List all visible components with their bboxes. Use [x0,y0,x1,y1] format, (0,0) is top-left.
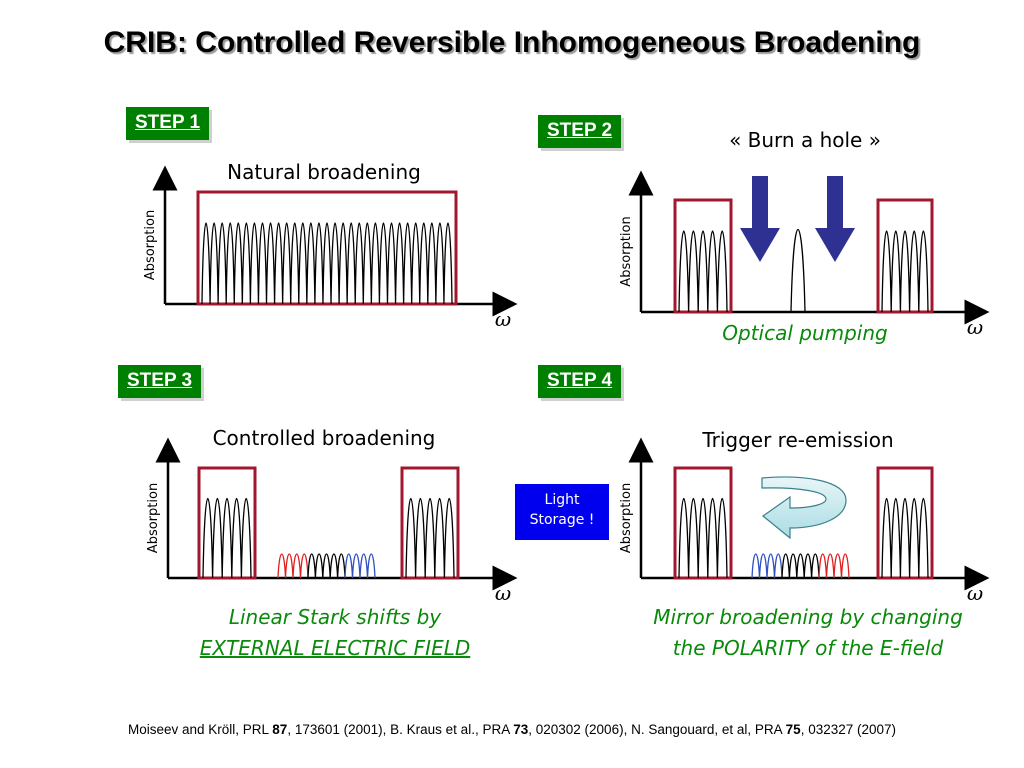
panel-3-blue-peaks [344,553,376,579]
panel-4-black-peaks [781,553,820,579]
light-storage-line1: Light [544,492,580,508]
panel-3-black-peaks [307,553,346,579]
panel-3-right-box [400,466,460,580]
panel-2-x-label: ω [967,315,983,339]
pump-arrow-right-icon [815,176,855,262]
step-2-caption: « Burn a hole » [729,128,881,152]
panel-4-right-peaks [881,498,929,579]
panel-4-left-peaks [678,498,728,579]
step-4-note-line1: Mirror broadening by changing [653,605,963,629]
light-storage-line2: Storage ! [529,512,595,528]
citation-part-2: , 173601 (2001), B. Kraus et al., PRA [287,722,514,737]
panel-3-left-peaks [202,498,252,579]
panel-2-center-peak [790,228,806,313]
panel-2-right-box [876,198,934,314]
panel-1-broadening-box [196,190,458,306]
step-3-caption: Controlled broadening [212,426,436,450]
panel-4-left-box [673,466,733,580]
step-3-badge: STEP 3 [118,365,202,398]
light-storage-box: Light Storage ! [515,484,609,540]
step-4-note-line2: the POLARITY of the E-field [672,636,944,660]
step-3-note: Linear Stark shifts by EXTERNAL ELECTRIC… [170,602,500,664]
citation: Moiseev and Kröll, PRL 87, 173601 (2001)… [0,722,1024,737]
citation-part-3: , 020302 (2006), N. Sangouard, et al, PR… [528,722,786,737]
step-1-caption: Natural broadening [227,160,421,184]
citation-part-4: , 032327 (2007) [800,722,897,737]
panel-3-red-peaks [277,553,309,579]
step-1-badge: STEP 1 [126,107,210,140]
panel-1-x-label: ω [495,307,511,331]
step-3-note-line1: Linear Stark shifts by [228,605,442,629]
step-3-note-line2: EXTERNAL ELECTRIC FIELD [199,636,471,660]
panel-2-left-peaks [678,230,728,313]
step-4-badge: STEP 4 [538,365,622,398]
panel-3-right-peaks [405,498,455,579]
panel-1-y-label: Absorption [143,210,158,280]
page-title: CRIB: Controlled Reversible Inhomogeneou… [103,26,921,59]
panel-2-y-label: Absorption [619,216,634,286]
panel-3-left-box [197,466,257,580]
panel-4-red-peaks [818,553,850,579]
panel-4-blue-peaks [751,553,783,579]
citation-volume-3: 75 [785,722,801,737]
step-4-note: Mirror broadening by changing the POLARI… [630,602,986,664]
citation-part-1: Moiseev and Kröll, PRL [127,722,273,737]
reversal-arrow-icon [761,476,847,540]
citation-volume-2: 73 [513,722,529,737]
optical-pumping-note: Optical pumping [722,321,888,345]
panel-4-y-label: Absorption [619,483,634,553]
panel-2-right-peaks [881,230,929,313]
citation-volume-1: 87 [272,722,288,737]
step-2-badge: STEP 2 [538,115,622,148]
step-4-caption: Trigger re-emission [702,428,894,452]
panel-4-right-box [876,466,934,580]
pump-arrow-left-icon [740,176,780,262]
panel-2-left-box [673,198,733,314]
panel-1-absorption-peaks [201,222,453,305]
panel-3-y-label: Absorption [146,483,161,553]
